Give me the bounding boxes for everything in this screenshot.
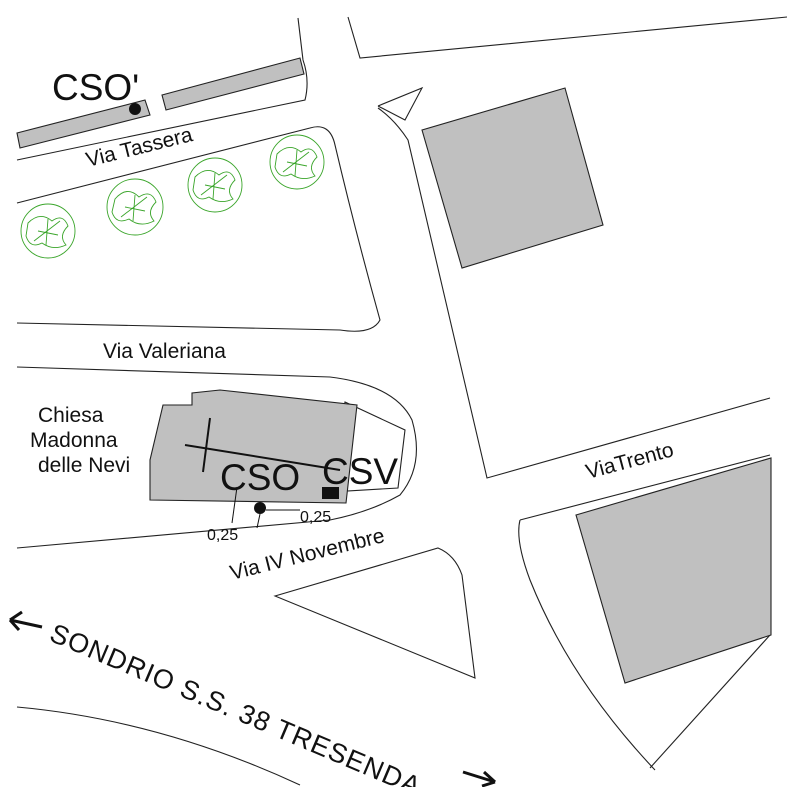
tree-icon (269, 134, 325, 190)
road-edge-top-right (347, 16, 787, 59)
station-label-cso-prime: CSO' (52, 67, 139, 108)
street-label-via-trento: ViaTrento (583, 438, 676, 483)
road-edge-south-east (649, 634, 771, 769)
church-building (149, 389, 358, 504)
road-edge-east-block (377, 107, 771, 479)
buildings (16, 57, 772, 684)
street-label-via-tassera: Via Tassera (84, 123, 196, 172)
route-direction: SONDRIO S.S. 38 TRESENDA (8, 610, 497, 787)
tree-icon (187, 157, 243, 213)
measure-leader-left (256, 513, 261, 529)
building-strip-left (16, 99, 151, 149)
street-label-via-valeriana: Via Valeriana (103, 340, 226, 363)
tree-icon (106, 178, 164, 236)
traffic-island (273, 547, 476, 679)
measure-label-left: 0,25 (207, 527, 238, 544)
cso-prime-marker (129, 103, 141, 115)
street-label-via-iv-novembre: Via IV Novembre (228, 524, 387, 585)
route-label: SONDRIO S.S. 38 TRESENDA (46, 618, 426, 787)
trees (20, 134, 325, 259)
measure-label-right: 0,25 (300, 509, 331, 526)
road-edge-trento-north (519, 454, 771, 521)
road-edge-trento-south (518, 519, 656, 771)
cso-leader (231, 486, 238, 524)
church-name-line3: delle Nevi (38, 454, 130, 477)
building-strip-right (161, 57, 305, 111)
csv-marker (322, 487, 339, 499)
road-edge-bottom (16, 706, 301, 786)
cso-marker (254, 502, 266, 514)
station-label-csv: CSV (322, 451, 398, 492)
road-network (16, 16, 787, 786)
arrow-left-icon (8, 610, 43, 632)
building-block-north (421, 87, 604, 269)
road-edge-tassera-north (16, 17, 308, 161)
building-block-south (575, 457, 772, 684)
church-name-line2: Madonna (30, 429, 118, 452)
station-label-cso: CSO (220, 457, 300, 498)
road-edge-valeriana-loop (16, 366, 417, 549)
station-markers (129, 103, 339, 529)
church-cross-icon (184, 417, 341, 473)
road-edge-corner (377, 86, 424, 121)
tree-icon (20, 203, 76, 259)
church-name-line1: Chiesa (38, 404, 104, 427)
road-edge-tassera-park (16, 126, 381, 332)
arrow-right-icon (462, 770, 497, 787)
